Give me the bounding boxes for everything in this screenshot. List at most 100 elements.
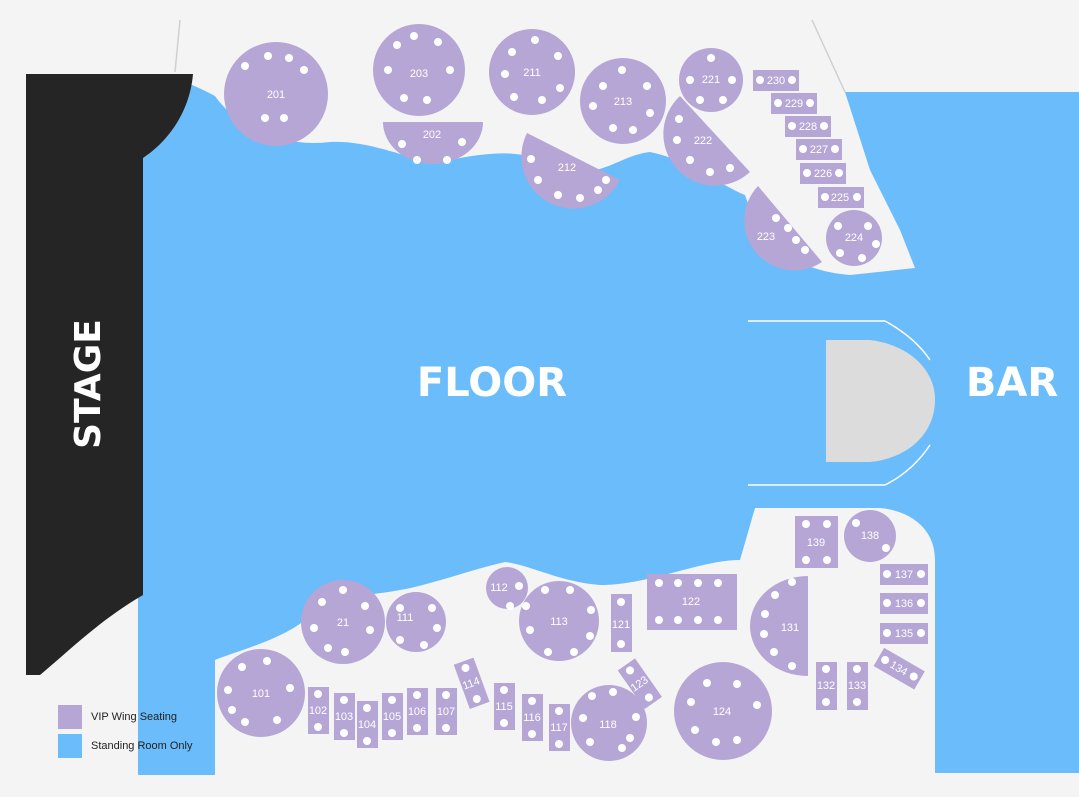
table-label: 103 <box>335 711 353 723</box>
vip-table-228[interactable]: 228 <box>785 116 831 137</box>
vip-table-113[interactable]: 113 <box>519 581 599 661</box>
table-label: 121 <box>612 619 630 631</box>
table-label: 131 <box>781 622 799 634</box>
vip-table-227[interactable]: 227 <box>796 139 842 160</box>
table-label: 135 <box>895 628 913 640</box>
table-label: 225 <box>831 192 849 204</box>
vip-table-114[interactable]: 114 <box>453 657 490 709</box>
vip-table-102[interactable]: 102 <box>308 687 329 734</box>
vip-table-123[interactable]: 123 <box>617 658 662 709</box>
table-label: 117 <box>550 722 568 734</box>
vip-table-139[interactable]: 139 <box>795 516 838 568</box>
table-label: 21 <box>337 617 349 629</box>
legend: VIP Wing Seating Standing Room Only <box>58 705 193 764</box>
table-label: 221 <box>702 74 720 86</box>
bar-counter <box>826 340 935 462</box>
table-label: 227 <box>810 144 828 156</box>
table-label: 201 <box>267 89 285 101</box>
bar-label: BAR <box>966 360 1058 406</box>
vip-table-105[interactable]: 105 <box>382 693 403 740</box>
floor-label: FLOOR <box>417 360 567 406</box>
table-label: 138 <box>861 530 879 542</box>
vip-table-21[interactable]: 21 <box>301 580 385 664</box>
vip-table-230[interactable]: 230 <box>753 70 799 91</box>
table-label: 228 <box>799 121 817 133</box>
table-label: 113 <box>550 616 568 628</box>
vip-swatch <box>58 705 82 729</box>
vip-table-135[interactable]: 135 <box>880 623 928 644</box>
standing-floor-area[interactable] <box>138 77 1079 776</box>
table-label: 136 <box>895 598 913 610</box>
legend-item-standing: Standing Room Only <box>58 734 193 758</box>
table-label: 101 <box>252 688 270 700</box>
vip-table-122[interactable]: 122 <box>647 574 737 630</box>
standing-swatch <box>58 734 82 758</box>
vip-table-226[interactable]: 226 <box>800 163 846 184</box>
vip-table-101[interactable]: 101 <box>217 649 305 737</box>
vip-table-133[interactable]: 133 <box>847 662 868 710</box>
vip-table-124[interactable]: 124 <box>674 662 772 760</box>
table-label: 203 <box>410 68 428 80</box>
table-label: 114 <box>461 675 482 692</box>
vip-table-116[interactable]: 116 <box>522 694 543 741</box>
table-label: 212 <box>558 162 576 174</box>
table-label: 139 <box>807 537 825 549</box>
vip-table-132[interactable]: 132 <box>816 662 837 710</box>
table-label: 124 <box>713 706 731 718</box>
vip-table-229[interactable]: 229 <box>771 93 817 114</box>
stage-label: STAGE <box>68 319 109 449</box>
table-label: 105 <box>383 711 401 723</box>
vip-table-111[interactable]: 111 <box>386 592 446 652</box>
vip-table-211[interactable]: 211 <box>489 29 575 115</box>
table-label: 102 <box>309 705 327 717</box>
table-label: 132 <box>817 680 835 692</box>
vip-table-222[interactable]: 222 <box>663 96 750 186</box>
vip-table-212[interactable]: 212 <box>521 133 620 209</box>
vip-table-112[interactable]: 112 <box>486 567 528 610</box>
table-label: 107 <box>437 706 455 718</box>
vip-table-221[interactable]: 221 <box>679 48 743 112</box>
vip-table-213[interactable]: 213 <box>580 58 666 144</box>
table-label: 112 <box>490 582 508 594</box>
table-label: 211 <box>523 67 541 79</box>
table-label: 122 <box>682 596 700 608</box>
vip-table-225[interactable]: 225 <box>818 187 864 208</box>
vip-table-115[interactable]: 115 <box>494 683 515 730</box>
vip-table-223[interactable]: 223 <box>744 186 822 271</box>
vip-table-118[interactable]: 118 <box>571 685 647 761</box>
table-label: 213 <box>614 96 632 108</box>
vip-table-131[interactable]: 131 <box>750 576 808 676</box>
table-label: 133 <box>848 680 866 692</box>
table-label: 202 <box>423 129 441 141</box>
vip-table-103[interactable]: 103 <box>334 693 355 740</box>
vip-table-106[interactable]: 106 <box>407 688 428 735</box>
vip-table-201[interactable]: 201 <box>224 42 328 146</box>
vip-table-202[interactable]: 202 <box>383 122 483 164</box>
table-label: 137 <box>895 569 913 581</box>
vip-table-136[interactable]: 136 <box>880 593 928 614</box>
legend-label-standing: Standing Room Only <box>91 740 193 752</box>
stage <box>26 74 193 675</box>
vip-table-117[interactable]: 117 <box>549 704 570 751</box>
table-label: 111 <box>397 612 414 624</box>
vip-table-203[interactable]: 203 <box>373 24 465 116</box>
table-label: 224 <box>845 232 863 244</box>
table-label: 116 <box>523 712 541 724</box>
table-label: 118 <box>599 719 617 731</box>
table-label: 230 <box>767 75 785 87</box>
vip-table-107[interactable]: 107 <box>436 688 457 735</box>
vip-table-224[interactable]: 224 <box>826 210 882 266</box>
vip-table-104[interactable]: 104 <box>357 701 378 748</box>
legend-label-vip: VIP Wing Seating <box>91 711 178 723</box>
table-label: 223 <box>757 231 775 243</box>
table-label: 115 <box>495 701 513 713</box>
vip-table-138[interactable]: 138 <box>844 510 896 562</box>
table-label: 229 <box>785 98 803 110</box>
legend-item-vip: VIP Wing Seating <box>58 705 193 729</box>
vip-table-121[interactable]: 121 <box>611 594 632 652</box>
table-label: 222 <box>694 135 712 147</box>
vip-table-134[interactable]: 134 <box>873 647 925 690</box>
vip-table-137[interactable]: 137 <box>880 564 928 585</box>
table-label: 226 <box>814 168 832 180</box>
